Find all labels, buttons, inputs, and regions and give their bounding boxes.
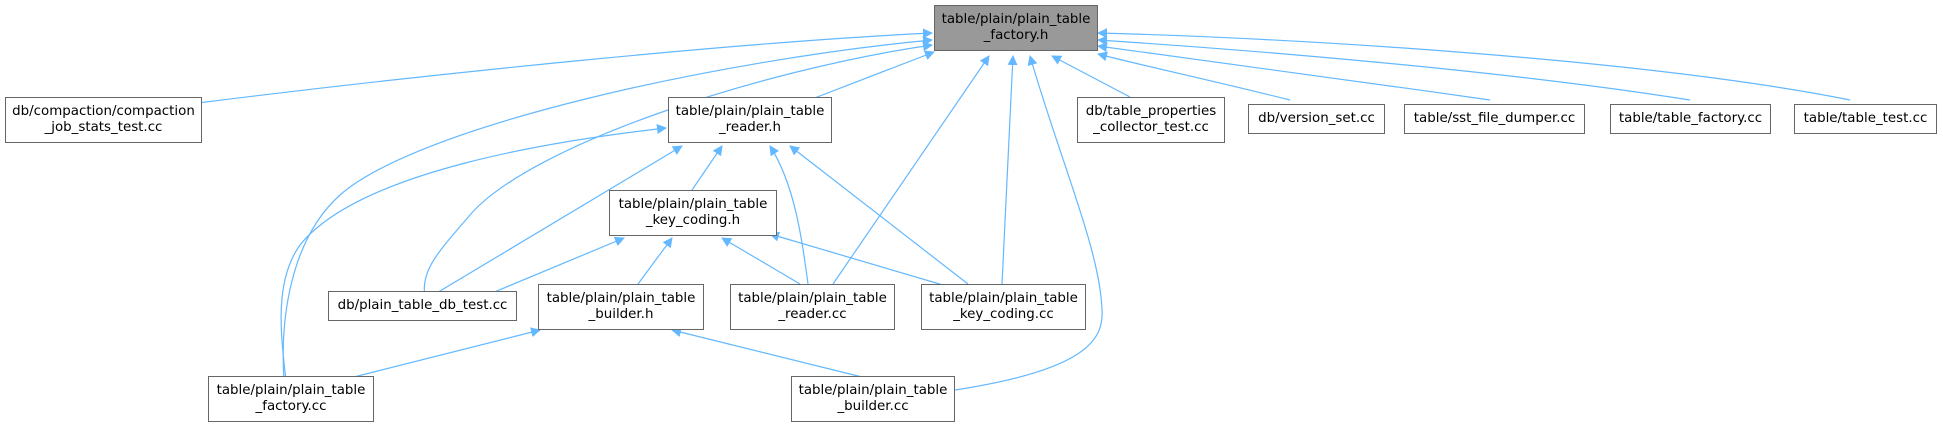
node-line: table/sst_file_dumper.cc (1413, 111, 1576, 126)
node-line: table/plain/plain_table (929, 291, 1078, 306)
node-sst-file-dumper-cc[interactable]: table/sst_file_dumper.cc (1404, 104, 1585, 134)
node-plain-table-builder-h[interactable]: table/plain/plain_table _builder.h (538, 284, 704, 330)
edge-sst-dumper-to-root (1097, 42, 1491, 101)
node-compaction-job-stats-test-cc[interactable]: db/compaction/compaction _job_stats_test… (5, 97, 202, 143)
node-plain-table-reader-cc[interactable]: table/plain/plain_table _reader.cc (730, 284, 895, 330)
node-table-test-cc[interactable]: table/table_test.cc (1794, 104, 1937, 134)
edge-key-coding-h-to-reader-h (691, 145, 723, 191)
node-line: table/table_test.cc (1803, 111, 1928, 126)
edge-table-factory-to-root (1097, 35, 1691, 101)
node-line: table/plain/plain_table (618, 197, 768, 212)
edge-reader-h-to-root (811, 50, 935, 100)
node-plain-table-db-test-cc[interactable]: db/plain_table_db_test.cc (328, 291, 517, 321)
node-line: db/compaction/compaction (12, 104, 195, 119)
node-line: db/plain_table_db_test.cc (337, 298, 508, 313)
node-line: _builder.h (588, 307, 654, 322)
edge-key-coding-cc-to-reader-h (789, 145, 969, 285)
edge-builder-cc-to-builder-h (671, 327, 863, 378)
node-plain-table-factory-cc[interactable]: table/plain/plain_table _factory.cc (208, 376, 374, 422)
edge-builder-h-to-key-coding-h (637, 237, 673, 285)
node-line: table/plain/plain_table (738, 291, 887, 306)
edge-reader-cc-to-reader-h (769, 145, 809, 285)
edge-compaction-test-to-root (197, 28, 933, 104)
node-line: table/plain/plain_table (546, 291, 696, 306)
edge-factory-cc-to-builder-h (349, 327, 541, 379)
node-line: _key_coding.h (645, 213, 741, 228)
node-line: table/plain/plain_table (216, 383, 366, 398)
node-line: _builder.cc (837, 399, 909, 414)
node-table-properties-collector-test-cc[interactable]: db/table_properties _collector_test.cc (1077, 97, 1225, 143)
node-line: _factory.h (983, 28, 1049, 43)
node-line: db/version_set.cc (1258, 111, 1375, 126)
node-plain-table-key-coding-cc[interactable]: table/plain/plain_table _key_coding.cc (921, 284, 1086, 330)
edge-reader-cc-to-root (832, 55, 990, 285)
edge-reader-cc-to-key-coding-h (721, 237, 801, 285)
node-line: _factory.cc (255, 399, 327, 414)
node-line: table/table_factory.cc (1618, 111, 1763, 126)
edge-factory-cc-to-reader-h (280, 124, 667, 381)
node-line: db/table_properties (1085, 104, 1217, 119)
node-line: table/plain/plain_table (675, 104, 825, 119)
node-line: _reader.cc (778, 307, 847, 322)
edge-factory-cc-to-root (282, 35, 933, 381)
edge-db-test-to-root (423, 41, 933, 298)
edge-db-test-to-key-coding-h (479, 236, 625, 299)
node-version-set-cc[interactable]: db/version_set.cc (1248, 104, 1385, 134)
edge-version-set-to-root (1097, 51, 1291, 101)
node-plain-table-factory-h[interactable]: table/plain/plain_table _factory.h (934, 5, 1098, 51)
edge-key-coding-cc-to-root (1001, 55, 1018, 285)
edge-builder-cc-to-root (954, 55, 1103, 391)
node-plain-table-builder-cc[interactable]: table/plain/plain_table _builder.cc (791, 376, 955, 422)
node-line: _key_coding.cc (953, 307, 1054, 322)
edge-db-test-to-reader-h (429, 145, 683, 298)
edge-key-coding-cc-to-key-coding-h (769, 231, 961, 291)
node-plain-table-reader-h[interactable]: table/plain/plain_table _reader.h (668, 97, 832, 143)
node-plain-table-key-coding-h[interactable]: table/plain/plain_table _key_coding.h (609, 190, 777, 236)
node-table-factory-cc[interactable]: table/table_factory.cc (1610, 104, 1771, 134)
node-line: table/plain/plain_table (941, 12, 1091, 27)
node-line: _collector_test.cc (1093, 120, 1209, 135)
edge-props-test-to-root (1051, 55, 1131, 98)
edge-table-test-to-root (1097, 28, 1851, 101)
node-line: _reader.h (718, 120, 782, 135)
node-line: table/plain/plain_table (798, 383, 948, 398)
node-line: _job_stats_test.cc (44, 120, 163, 135)
